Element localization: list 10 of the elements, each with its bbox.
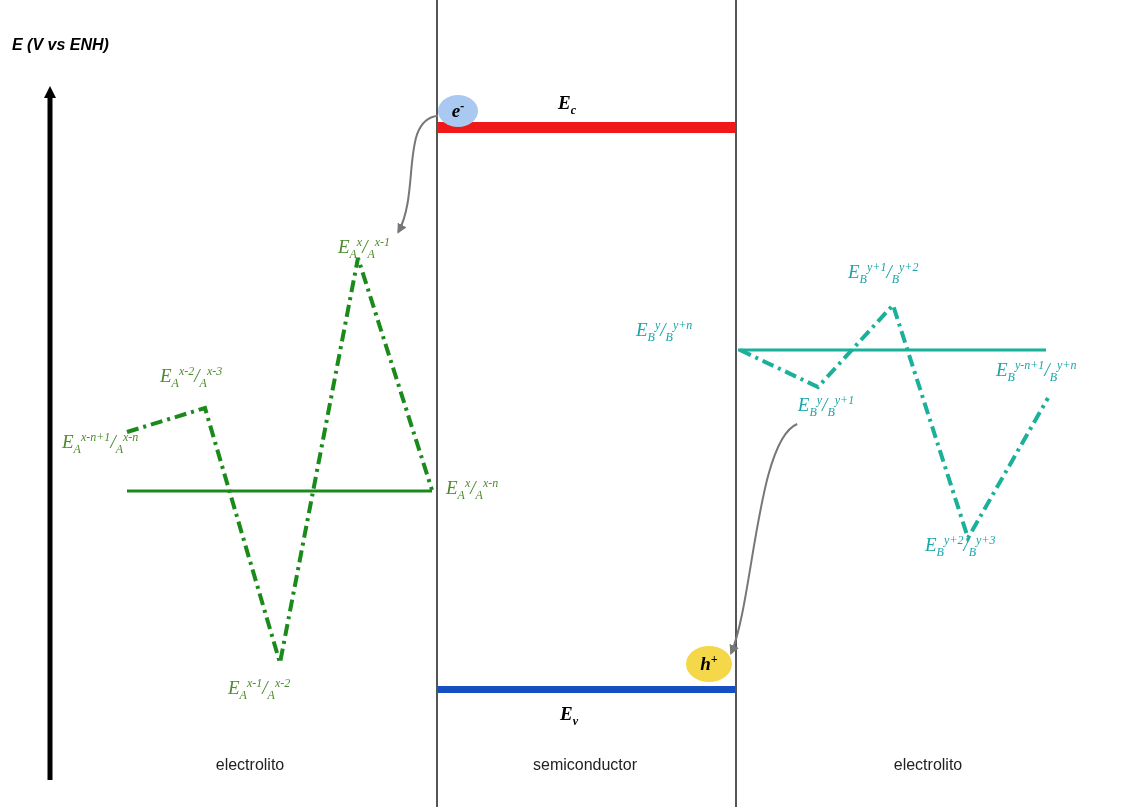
band-label: E$_{c}$: [558, 92, 576, 118]
region-label: semiconductor: [533, 756, 637, 774]
axis-label: E (V vs ENH): [12, 36, 109, 54]
hole-circle: h$^{+}$: [686, 646, 732, 682]
region-label: electrolito: [215, 756, 285, 774]
region-label: electrolito: [893, 756, 963, 774]
curved-arrow: [396, 114, 439, 234]
curved-arrow: [729, 423, 799, 656]
electron-circle: e$^{-}$: [438, 95, 478, 127]
band-label: E$_{v}$: [560, 703, 578, 729]
